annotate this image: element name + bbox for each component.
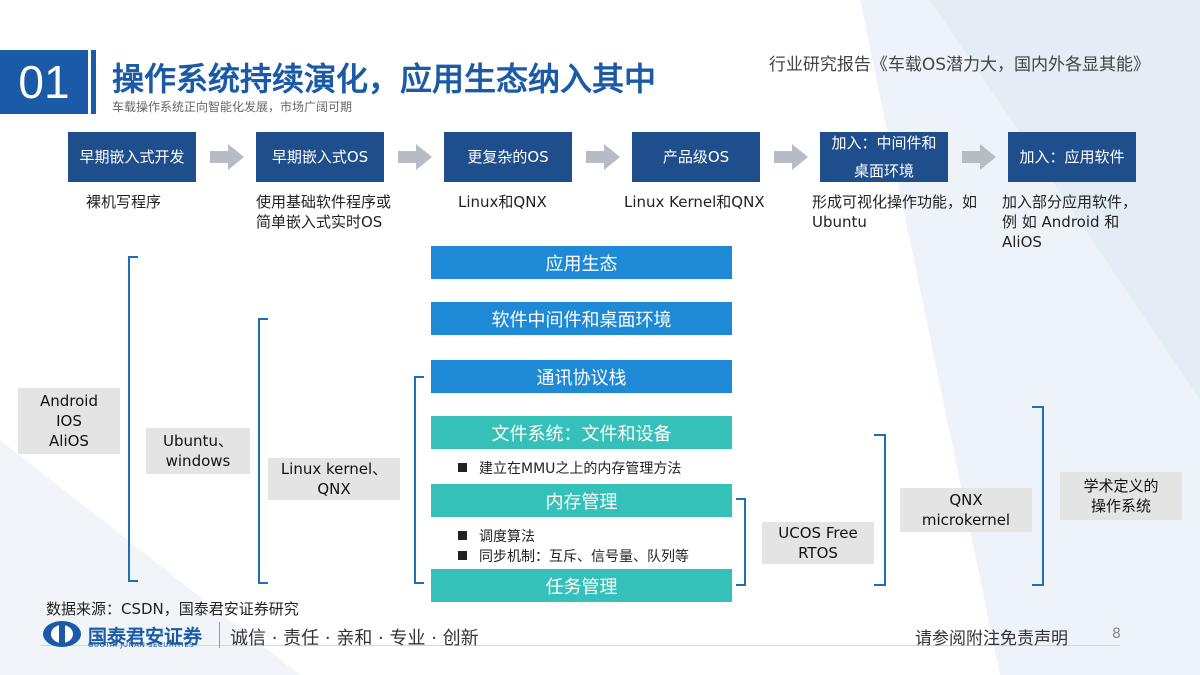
layer-protocol-stack: 通讯协议栈 [431,360,732,393]
data-source: 数据来源：CSDN，国泰君安证券研究 [46,600,299,618]
section-divider [91,50,96,114]
flow-desc-5: 形成可视化操作功能，如Ubuntu [812,193,978,231]
layer-app-ecosystem: 应用生态 [431,246,732,279]
brace-left [414,376,424,584]
flow-desc-2: 使用基础软件程序或简单嵌入式实时OS [256,193,392,231]
brace-left [258,318,268,584]
brace-right [874,434,886,586]
flow-arrow-icon [210,144,244,170]
box-ubuntu-windows: Ubuntu、windows [146,428,250,474]
flow-arrow-icon [398,144,432,170]
footer-divider [40,645,1120,646]
bullet-item: 建立在MMU之上的内存管理方法 [458,458,681,478]
box-qnx-microkernel: QNX microkernel [900,488,1032,532]
company-logo-icon [43,621,81,647]
flow-desc-6: 加入部分应用软件，例 如 Android 和 AliOS [1002,193,1138,251]
box-linux-qnx: Linux kernel、QNX [268,458,400,500]
brace-left [128,256,138,582]
company-logo-text: 国泰君安证券 [88,626,203,648]
disclaimer: 请参阅附注免责声明 [915,629,1068,649]
company-logo-subtext: GUOTAI JUNAN SECURITIES [88,641,195,649]
box-android-ios-alios: Android IOS AliOS [18,388,120,454]
bullet-item: 调度算法 [458,526,535,546]
flow-step-1: 早期嵌入式开发 [68,132,196,182]
layer-file-system: 文件系统：文件和设备 [431,416,732,449]
page-title: 操作系统持续演化，应用生态纳入其中 [112,60,657,98]
flow-step-3: 更复杂的OS [444,132,572,182]
layer-task: 任务管理 [431,569,732,602]
section-number: 01 [0,50,88,114]
company-slogan: 诚信 · 责任 · 亲和 · 专业 · 创新 [230,628,479,649]
brace-right [1032,406,1044,586]
flow-desc-4: Linux Kernel和QNX [624,193,765,211]
flow-step-6: 加入：应用软件 [1008,132,1136,182]
slogan-divider [219,622,220,648]
box-ucos-rtos: UCOS Free RTOS [762,522,874,564]
flow-step-5: 加入：中间件和桌面环境 [820,132,948,182]
flow-step-2: 早期嵌入式OS [256,132,384,182]
layer-middleware: 软件中间件和桌面环境 [431,302,732,335]
page-number: 8 [1112,626,1121,642]
flow-arrow-icon [962,144,996,170]
box-academic-os: 学术定义的操作系统 [1060,472,1182,520]
flow-step-4: 产品级OS [632,132,760,182]
flow-arrow-icon [586,144,620,170]
page-subtitle: 车载操作系统正向智能化发展，市场广阔可期 [112,100,353,114]
bullet-item: 同步机制：互斥、信号量、队列等 [458,546,689,566]
brace-right [736,498,746,586]
flow-arrow-icon [774,144,808,170]
flow-desc-3: Linux和QNX [458,193,547,211]
flow-desc-1: 裸机写程序 [86,193,162,211]
report-title: 行业研究报告《车载OS潜力大，国内外各显其能》 [768,55,1150,75]
layer-memory: 内存管理 [431,484,732,517]
